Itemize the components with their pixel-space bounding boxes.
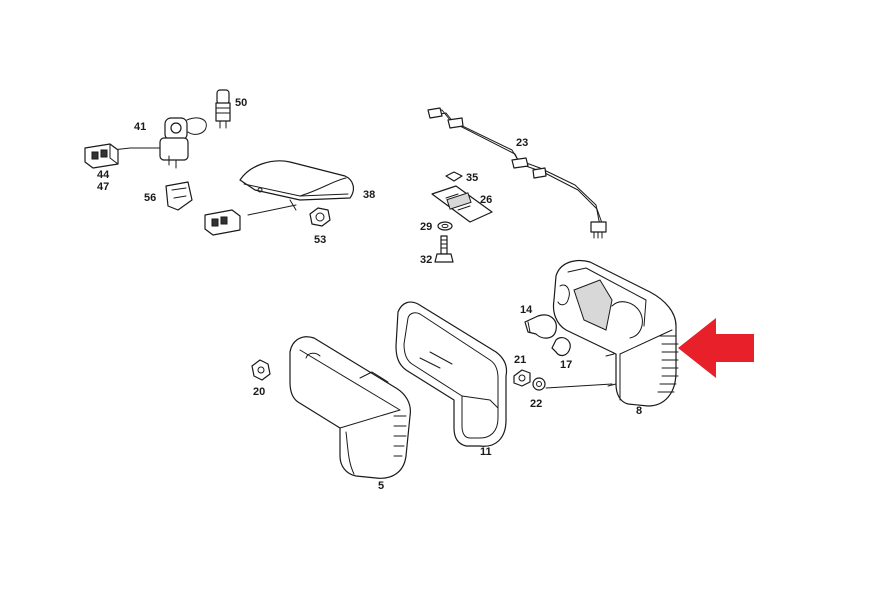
bulb-part-50 xyxy=(215,89,231,129)
callout-29: 29 xyxy=(420,221,432,233)
callout-53: 53 xyxy=(314,234,326,246)
callout-11: 11 xyxy=(480,446,492,458)
socket-part-41 xyxy=(111,117,207,169)
connector-plug-38 xyxy=(204,209,241,236)
red-pointer-arrow xyxy=(678,318,754,378)
callout-20: 20 xyxy=(253,386,265,398)
callout-56: 56 xyxy=(144,192,156,204)
callout-23: 23 xyxy=(516,137,528,149)
nut-part-21 xyxy=(513,369,531,387)
brake-light-part-38 xyxy=(239,160,355,216)
callout-26: 26 xyxy=(480,194,492,206)
washer-part-29 xyxy=(437,221,453,231)
gasket-part-11 xyxy=(395,301,508,447)
clip-part-56 xyxy=(165,181,193,211)
wiring-harness-part-23 xyxy=(427,107,607,239)
callout-38: 38 xyxy=(363,189,375,201)
connector-part-44-47 xyxy=(84,143,119,169)
callout-50: 50 xyxy=(235,97,247,109)
lamp-unit-part-8 xyxy=(552,259,679,407)
holder-part-26 xyxy=(431,185,493,223)
callout-5: 5 xyxy=(378,480,384,492)
callout-32: 32 xyxy=(420,254,432,266)
callout-41: 41 xyxy=(134,121,146,133)
callout-35: 35 xyxy=(466,172,478,184)
callout-21: 21 xyxy=(514,354,526,366)
lens-part-5 xyxy=(289,336,411,479)
screw-part-32 xyxy=(434,235,454,263)
callout-14: 14 xyxy=(520,304,533,316)
bulb-part-14 xyxy=(524,314,557,339)
callout-17: 17 xyxy=(560,359,572,371)
callout-8: 8 xyxy=(636,405,642,417)
washer-part-22 xyxy=(532,377,613,391)
callout-44: 44 xyxy=(97,169,110,181)
nut-part-20 xyxy=(251,359,271,381)
callout-47: 47 xyxy=(97,181,109,193)
callout-22: 22 xyxy=(530,398,542,410)
bulb-part-17 xyxy=(551,336,571,357)
nut-part-53 xyxy=(309,207,331,227)
bulb-part-35 xyxy=(445,171,463,182)
